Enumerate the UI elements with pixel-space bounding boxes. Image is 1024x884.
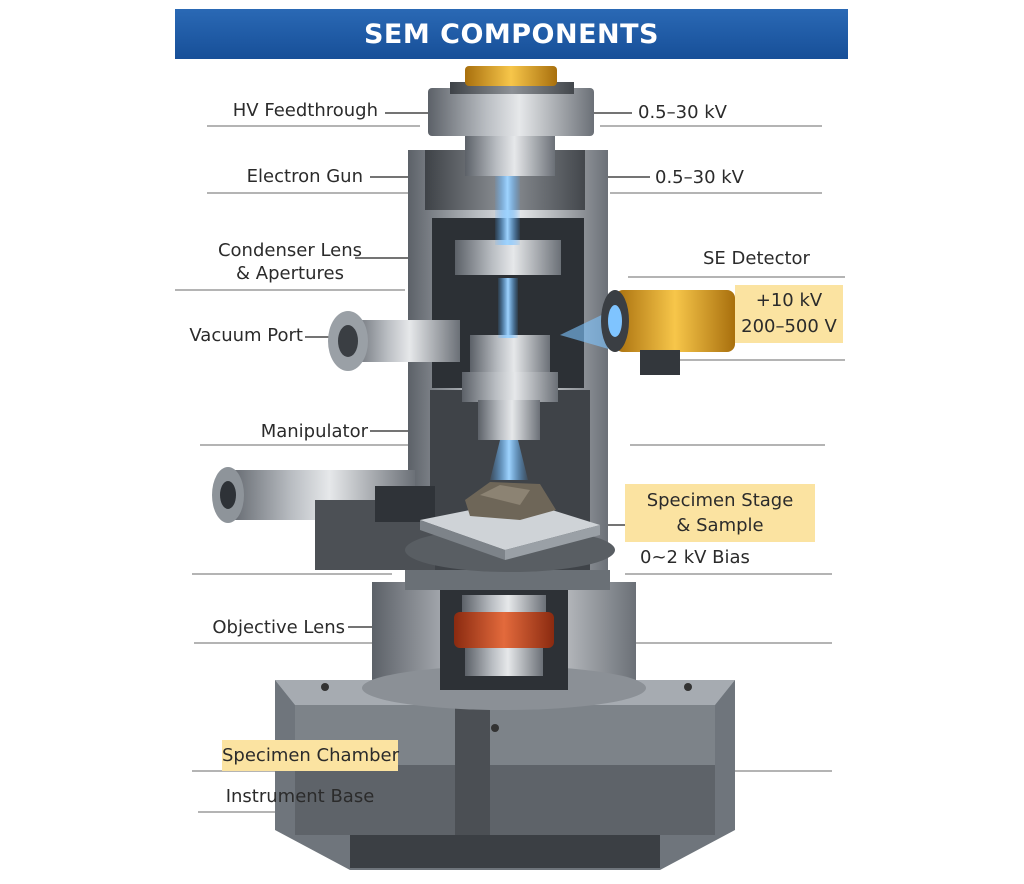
label-specimen-chamber: Specimen Chamber: [222, 745, 400, 766]
label-condenser-1: Condenser Lens: [217, 240, 363, 261]
value-se-voltage-1: +10 kV: [755, 290, 823, 311]
specimen-stage-highlight: [625, 484, 815, 542]
label-se-detector: SE Detector: [703, 248, 810, 269]
label-stage-1: Specimen Stage: [646, 490, 794, 511]
se-detector: [560, 290, 735, 375]
instrument-base: [275, 680, 735, 870]
label-vacuum-port: Vacuum Port: [189, 325, 303, 346]
label-condenser-2: & Apertures: [236, 263, 344, 284]
value-gun-voltage: 0.5–30 kV: [655, 167, 744, 188]
label-instrument-base: Instrument Base: [225, 786, 375, 807]
specimen-chamber: [362, 582, 646, 710]
specimen-stage: [405, 482, 615, 572]
value-hv-voltage: 0.5–30 kV: [638, 102, 727, 123]
label-hv-feedthrough: HV Feedthrough: [232, 100, 378, 121]
manipulator: [212, 467, 435, 570]
hv-feedthrough: [428, 66, 594, 176]
label-objective-lens: Objective Lens: [212, 617, 345, 638]
value-stage-bias: 0~2 kV Bias: [640, 547, 750, 568]
label-stage-2: & Sample: [676, 515, 764, 536]
electron-beam: [490, 175, 528, 480]
page-title: SEM COMPONENTS: [363, 18, 660, 50]
objective-coil: [454, 612, 554, 648]
label-manipulator: Manipulator: [260, 421, 368, 442]
se-detector-highlight: [735, 285, 843, 343]
label-electron-gun: Electron Gun: [246, 166, 363, 187]
title-bar: SEM COMPONENTS: [175, 9, 848, 59]
vacuum-port: [328, 311, 460, 371]
gun-cap: [465, 66, 557, 86]
value-se-voltage-2: 200–500 V: [741, 316, 837, 337]
specimen-chamber-highlight: [222, 740, 398, 771]
